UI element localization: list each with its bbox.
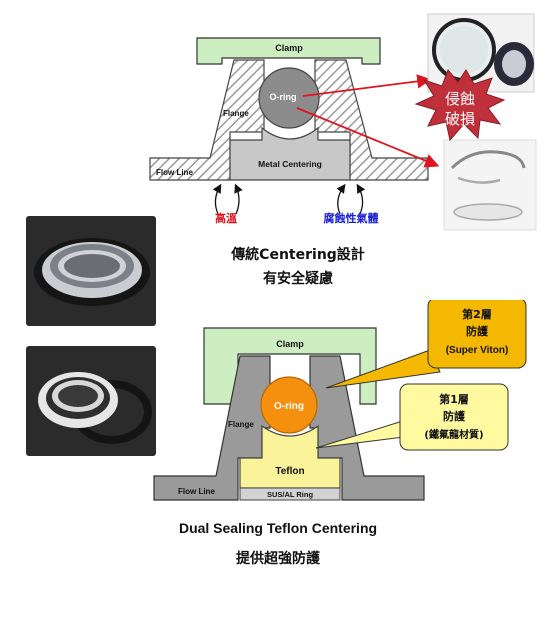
sus-ring-shape [239, 487, 341, 501]
callout-layer1-line1: 第1層 [439, 392, 469, 406]
flow-line-label: Flow Line [156, 168, 193, 177]
red-arrow-bottom [296, 107, 440, 168]
red-arrow-top [302, 74, 432, 97]
oring-label: O-ring [274, 401, 304, 412]
callout-layer2-line2: 防護 [466, 324, 489, 338]
bottom-caption-line2: 提供超強防護 [236, 551, 320, 567]
clamp-label: Clamp [275, 43, 303, 53]
teflon-shape [239, 424, 341, 489]
flow-line-label: Flow Line [178, 487, 215, 496]
burst-text-line1: 侵蝕 [445, 90, 475, 108]
top-caption-line1: 傳統Centering設計 [231, 247, 365, 263]
callout-layer1-line2: 防護 [443, 409, 466, 423]
callout-layer2-line1: 第2層 [462, 307, 492, 321]
bottom-diagram: Clamp Flange Teflon SUS/AL Ring O-ring F… [153, 300, 527, 501]
callout-layer1-line3: (鐵氟龍材質) [424, 428, 483, 441]
teflon-label: Teflon [275, 466, 304, 477]
clamp-label: Clamp [276, 339, 304, 349]
burst-text-line2: 破損 [445, 110, 475, 128]
flange-label: Flange [223, 109, 249, 118]
high-temp-label: 高溫 [215, 211, 237, 225]
callout-layer2-line3: (Super Viton) [446, 345, 509, 356]
oring-circle [260, 376, 318, 434]
heat-arrow-left [212, 183, 222, 215]
centering-ring-photo-bottom [26, 346, 156, 456]
gas-arrow-right [356, 183, 366, 215]
callout-layer1-box [399, 383, 509, 451]
oring-label: O-ring [270, 92, 297, 102]
top-diagram: Clamp Flange Metal Centering O-ring Flow… [149, 13, 537, 231]
gas-arrow-mid [336, 183, 346, 215]
clamp-shape [203, 327, 377, 405]
flange-label: Flange [228, 420, 254, 429]
callout-layer2-box [427, 300, 527, 369]
erosion-burst [414, 69, 506, 142]
metal-centering-label: Metal Centering [258, 159, 322, 169]
clamp-shape [196, 37, 381, 65]
heat-arrow-mid [234, 183, 243, 215]
bottom-caption-line1: Dual Sealing Teflon Centering [178, 520, 378, 536]
sus-ring-label: SUS/AL Ring [267, 490, 314, 499]
top-caption-line2: 有安全疑慮 [263, 271, 333, 287]
metal-centering-shape [229, 126, 351, 181]
metal-ring-damage-photo [443, 139, 537, 231]
corrosive-gas-label: 腐蝕性氣體 [324, 211, 379, 225]
centering-ring-photo-top [26, 216, 156, 326]
oring-circle [258, 67, 320, 129]
